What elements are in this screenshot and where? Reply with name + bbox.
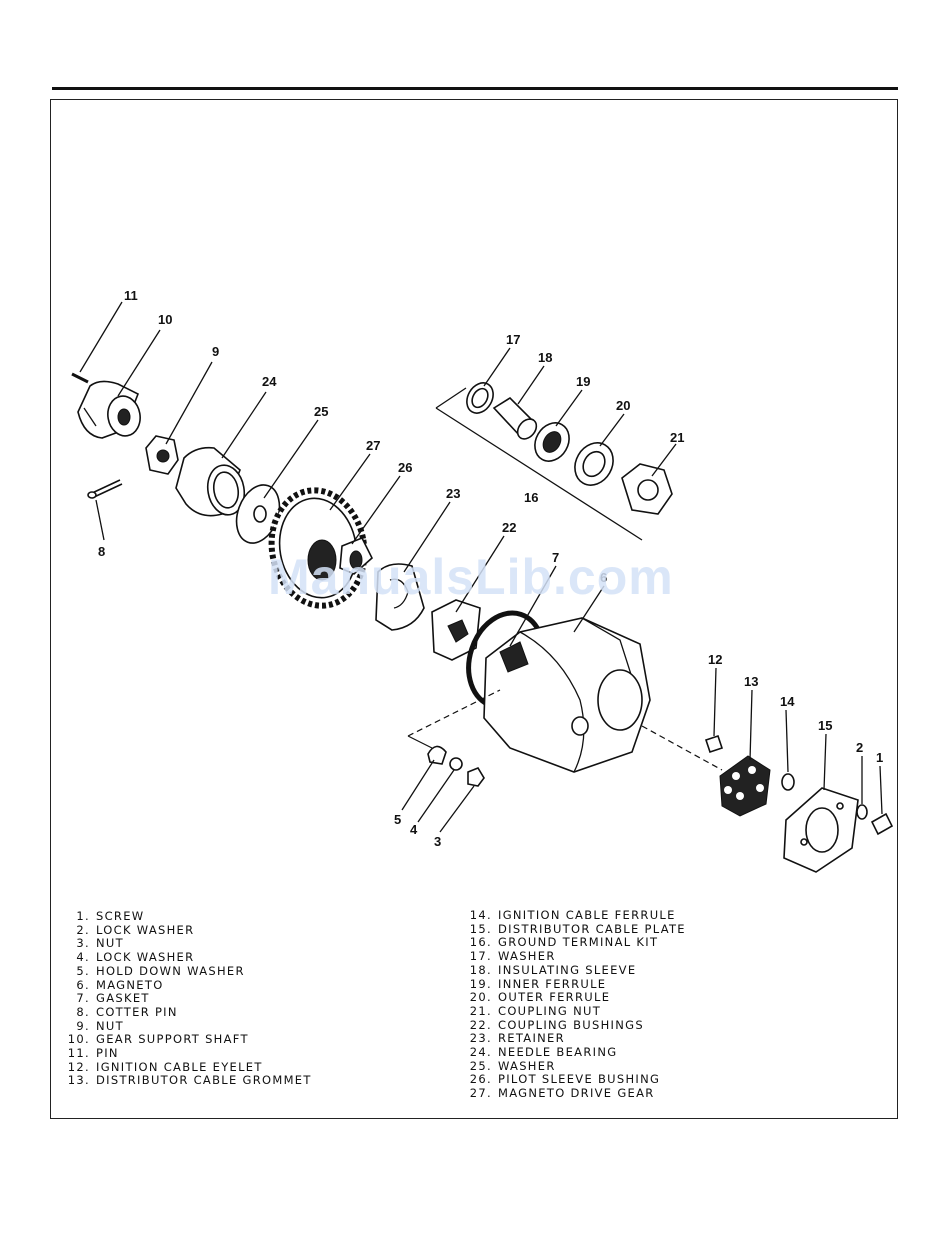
- part-lock-washer-4: [449, 757, 463, 771]
- legend-item: 8.COTTER PIN: [76, 1004, 178, 1019]
- legend-item: 22.COUPLING BUSHINGS: [469, 1017, 644, 1032]
- callout-6: 6: [600, 570, 607, 585]
- part-pilot-sleeve-bushing: [339, 536, 373, 575]
- callout-22: 22: [502, 520, 516, 535]
- part-pin: [71, 372, 89, 384]
- legend-item: 3.NUT: [76, 936, 124, 951]
- part-distributor-cable-plate: [783, 787, 859, 873]
- callout-21: 21: [670, 430, 684, 445]
- callout-26: 26: [398, 460, 412, 475]
- part-nut: [145, 435, 179, 475]
- figure-frame: [50, 99, 898, 1119]
- callout-24: 24: [262, 374, 277, 389]
- legend-item: 5.HOLD DOWN WASHER: [76, 963, 245, 978]
- part-gear-support-shaft: [77, 380, 141, 439]
- callout-14: 14: [780, 694, 795, 709]
- part-nut-3: [467, 767, 485, 787]
- legend-item: 24.NEEDLE BEARING: [469, 1045, 618, 1060]
- part-washer-25: [235, 484, 281, 544]
- legend-item: 9.NUT: [76, 1018, 124, 1033]
- legend-item: 19.INNER FERRULE: [469, 976, 607, 991]
- legend-item: 16.GROUND TERMINAL KIT: [469, 935, 659, 950]
- top-rule: [52, 87, 898, 90]
- callout-4: 4: [410, 822, 418, 837]
- legend-item: 11.PIN: [67, 1046, 119, 1061]
- parts-legend-left: 1.SCREW 2.LOCK WASHER 3.NUT 4.LOCK WASHE…: [62, 909, 312, 1088]
- callout-9: 9: [212, 344, 219, 359]
- part-distributor-cable-grommet: [719, 755, 771, 817]
- callout-11: 11: [124, 288, 138, 303]
- callout-19: 19: [576, 374, 590, 389]
- legend-item: 20.OUTER FERRULE: [469, 990, 611, 1005]
- assembly-lines: [407, 689, 723, 771]
- callout-13: 13: [744, 674, 758, 689]
- callout-12: 12: [708, 652, 722, 667]
- part-inner-ferrule: [534, 422, 570, 462]
- callout-7: 7: [552, 550, 559, 565]
- part-lock-washer-2: [856, 804, 868, 820]
- callout-16: 16: [524, 490, 538, 505]
- leader-lines: [79, 301, 883, 833]
- legend-item: 21.COUPLING NUT: [469, 1003, 602, 1018]
- callout-17: 17: [506, 332, 520, 347]
- legend-item: 14.IGNITION CABLE FERRULE: [469, 908, 676, 922]
- watermark: ManualsLib.com: [268, 549, 674, 605]
- part-ignition-cable-ferrule: [781, 773, 795, 791]
- part-retainer: [375, 563, 425, 631]
- part-ignition-cable-eyelet: [704, 734, 724, 754]
- legend-item: 27.MAGNETO DRIVE GEAR: [469, 1086, 655, 1101]
- legend-item: 7.GASKET: [76, 991, 150, 1006]
- callout-27: 27: [366, 438, 380, 453]
- callout-15: 15: [818, 718, 832, 733]
- callout-10: 10: [158, 312, 172, 327]
- parts-legend-right: 14.IGNITION CABLE FERRULE 15.DISTRIBUTOR…: [464, 908, 686, 1101]
- part-coupling-nut: [621, 463, 673, 515]
- legend-item: 12.IGNITION CABLE EYELET: [67, 1059, 263, 1074]
- callout-20: 20: [616, 398, 630, 413]
- callout-2: 2: [856, 740, 863, 755]
- legend-item: 13.DISTRIBUTOR CABLE GROMMET: [67, 1073, 312, 1088]
- legend-item: 17.WASHER: [469, 949, 556, 964]
- legend-item: 4.LOCK WASHER: [76, 950, 195, 965]
- part-needle-bearing: [175, 446, 246, 517]
- part-screw: [870, 812, 894, 836]
- callout-labels: 11 10 9 24 25 27 26 8 23 22 7 6 17 18 19…: [98, 288, 883, 849]
- part-washer-17: [466, 382, 494, 414]
- ground-terminal-kit-bracket: [435, 387, 643, 541]
- legend-item: 23.RETAINER: [469, 1031, 565, 1046]
- legend-item: 15.DISTRIBUTOR CABLE PLATE: [469, 921, 686, 936]
- callout-8: 8: [98, 544, 105, 559]
- part-outer-ferrule: [574, 442, 614, 486]
- legend-item: 25.WASHER: [469, 1058, 556, 1073]
- callout-25: 25: [314, 404, 328, 419]
- legend-item: 26.PILOT SLEEVE BUSHING: [469, 1072, 661, 1087]
- legend-item: 10.GEAR SUPPORT SHAFT: [67, 1032, 249, 1047]
- legend-item: 6.MAGNETO: [76, 977, 164, 992]
- legend-item: 2.LOCK WASHER: [76, 922, 195, 937]
- callout-23: 23: [446, 486, 460, 501]
- part-insulating-sleeve: [492, 396, 538, 440]
- callout-5: 5: [394, 812, 401, 827]
- legend-item: 18.INSULATING SLEEVE: [469, 962, 637, 977]
- legend-item: 1.SCREW: [76, 909, 145, 923]
- part-coupling-bushings: [431, 599, 481, 661]
- part-magneto: [483, 617, 651, 773]
- part-hold-down-washer: [427, 745, 447, 765]
- callout-1: 1: [876, 750, 883, 765]
- callout-18: 18: [538, 350, 552, 365]
- part-magneto-drive-gear: [268, 487, 368, 609]
- part-cotter-pin: [87, 479, 123, 499]
- callout-3: 3: [434, 834, 441, 849]
